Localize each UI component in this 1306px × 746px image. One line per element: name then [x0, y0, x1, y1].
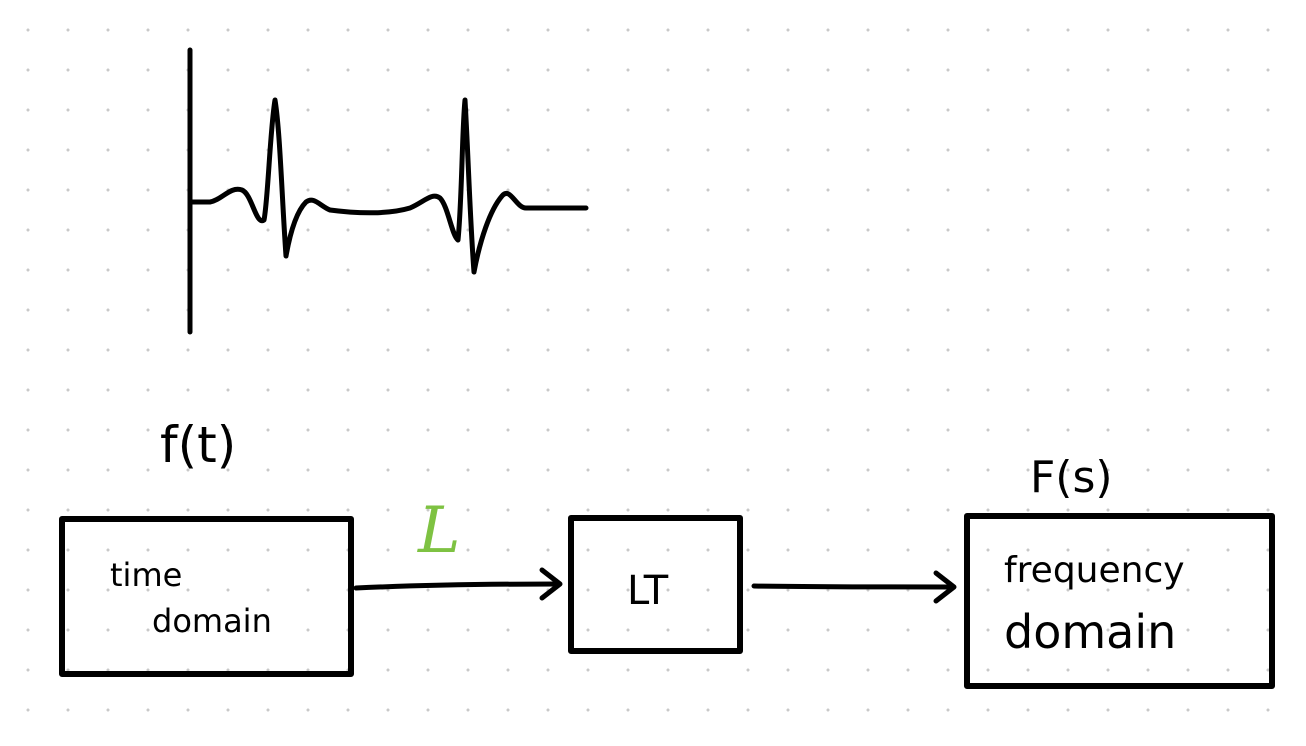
transform-node: LT: [568, 515, 743, 654]
time-domain-label-line1: time: [110, 556, 182, 594]
signal-sketch: [187, 47, 589, 335]
frequency-domain-label-line1: frequency: [1004, 550, 1185, 591]
signal-label: f(t): [160, 416, 236, 474]
arrow-time-to-lt: [353, 567, 563, 601]
arrow-head: [539, 567, 563, 601]
time-domain-label-line2: domain: [152, 602, 272, 640]
signal-waveform: [187, 97, 589, 275]
arrow-head: [933, 570, 957, 604]
frequency-domain-node: frequency domain: [964, 513, 1275, 689]
arrow-lt-to-frequency: [751, 570, 957, 604]
time-domain-node: time domain: [59, 516, 354, 677]
frequency-domain-label-line2: domain: [1004, 605, 1176, 659]
time-domain-box: [59, 516, 354, 677]
frequency-domain-box: [964, 513, 1275, 689]
output-label: F(s): [1030, 452, 1113, 503]
arrow-line: [353, 581, 561, 591]
laplace-symbol: L: [417, 494, 461, 568]
arrow-line: [751, 583, 955, 590]
transform-label: LT: [627, 568, 669, 614]
transform-box: [568, 515, 743, 654]
